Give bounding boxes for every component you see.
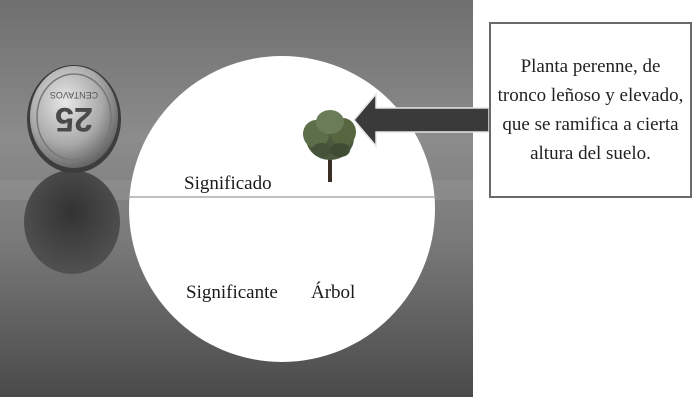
word-arbol: Árbol — [311, 282, 356, 303]
significante-label: Significante — [186, 282, 278, 303]
definition-text: Planta perenne, de tronco leñoso y eleva… — [492, 52, 690, 168]
definition-line: Planta perenne, de — [520, 56, 661, 77]
definition-line: altura del suelo. — [530, 143, 651, 164]
coin-value: 25 — [55, 100, 93, 138]
tree-icon — [303, 110, 356, 182]
coin-rim-text: CENTAVOS — [50, 90, 98, 100]
definition-line: que se ramifica a cierta — [502, 114, 679, 135]
coin-reflection — [24, 170, 120, 274]
sign-circle — [129, 56, 435, 362]
coin-image: 25 CENTAVOS — [27, 65, 121, 173]
definition-line: tronco leñoso y elevado, — [497, 85, 684, 106]
definition-box: Planta perenne, de tronco leñoso y eleva… — [489, 22, 692, 198]
significado-label: Significado — [184, 173, 272, 194]
